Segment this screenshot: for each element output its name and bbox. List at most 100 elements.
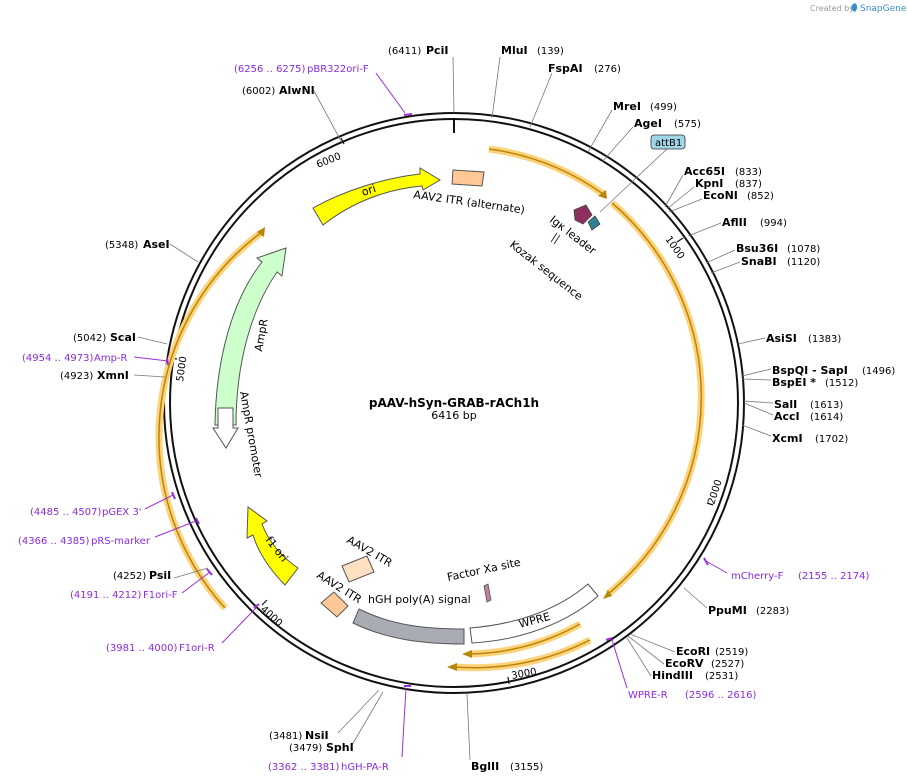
svg-text:(4923): (4923): [60, 371, 93, 382]
site-sphi[interactable]: (3479) SphI: [289, 691, 384, 754]
site-ppumi[interactable]: PpuMI (2283): [683, 587, 789, 617]
svg-text:EcoNI: EcoNI: [703, 189, 738, 202]
feature-hgh-polya[interactable]: hGH poly(A) signal: [352, 593, 471, 645]
svg-text:(2527): (2527): [711, 659, 744, 670]
svg-text:AflII: AflII: [722, 216, 747, 229]
created-by-text: Created by: [810, 4, 854, 13]
svg-text:(1496): (1496): [862, 366, 895, 377]
site-drei[interactable]: MreI (499): [587, 100, 677, 153]
svg-text:(2531): (2531): [705, 671, 738, 682]
feature-itr-alternate-label: AAV2 ITR (alternate): [413, 188, 526, 217]
svg-text:SnaBI: SnaBI: [741, 255, 777, 268]
site-snabi[interactable]: SnaBI (1120): [710, 255, 820, 274]
svg-text:EcoRV: EcoRV: [665, 657, 704, 670]
site-bspqi[interactable]: BspQI - SapI (1496): [741, 364, 895, 377]
orf-arc-bottom-1[interactable]: [462, 620, 582, 658]
tick-label-3000: 3000: [511, 667, 538, 682]
svg-text:(1383): (1383): [808, 334, 841, 345]
site-pcii[interactable]: (6411) PciI: [388, 44, 455, 114]
tick-label-5000: 5000: [175, 356, 189, 383]
site-bspei[interactable]: BspEI * (1512): [741, 376, 858, 389]
site-acci[interactable]: AccI (1614): [743, 402, 843, 423]
orf-arc-main[interactable]: [488, 145, 705, 599]
svg-text:SalI: SalI: [774, 398, 797, 411]
svg-text:(4191 .. 4212): (4191 .. 4212): [70, 590, 142, 601]
site-sali[interactable]: SalI (1613): [743, 398, 843, 411]
site-xcmi[interactable]: XcmI (1702): [741, 424, 848, 445]
feature-wpre[interactable]: WPRE: [469, 583, 599, 644]
svg-text:(4252): (4252): [113, 571, 146, 582]
primer-wpre-r[interactable]: WPRE-R (2596 .. 2616): [605, 637, 757, 701]
site-kpni[interactable]: KpnI (837): [666, 177, 762, 210]
svg-text:(2519): (2519): [715, 647, 748, 658]
feature-ori[interactable]: ori: [312, 167, 441, 226]
primer-pbr322ori-f[interactable]: (6256 .. 6275) pBR322ori-F: [234, 64, 413, 116]
svg-text:pGEX 3': pGEX 3': [102, 507, 142, 518]
svg-text:(994): (994): [760, 218, 787, 229]
site-bglii[interactable]: BglII (3155): [466, 693, 543, 773]
site-asisi[interactable]: AsiSI (1383): [737, 332, 841, 345]
site-aflii[interactable]: AflII (994): [687, 216, 787, 237]
feature-ampr[interactable]: AmpR: [214, 247, 287, 426]
primer-prs-marker[interactable]: (4366 .. 4385) pRS-marker: [18, 517, 200, 547]
svg-text:Acc65I: Acc65I: [684, 165, 725, 178]
primer-amp-r[interactable]: (4954 .. 4973) Amp-R: [22, 353, 169, 366]
orf-arc-bottom-2[interactable]: [447, 636, 592, 672]
svg-text:(2596 .. 2616): (2596 .. 2616): [685, 690, 757, 701]
svg-text:(1614): (1614): [810, 412, 843, 423]
feature-attb1[interactable]: attB1: [599, 134, 686, 213]
svg-text:MreI: MreI: [613, 100, 641, 113]
feature-itr-1[interactable]: AAV2 ITR: [341, 533, 395, 583]
svg-text:BspQI - SapI: BspQI - SapI: [772, 364, 848, 377]
kozak-marker-icon: [587, 215, 601, 231]
site-psii[interactable]: (4252) PsiI: [113, 567, 209, 582]
svg-text:(6002): (6002): [242, 86, 275, 97]
feature-igk-leader[interactable]: Igκ leader: [547, 204, 601, 258]
svg-text:PsiI: PsiI: [149, 569, 171, 582]
feature-f1ori[interactable]: f1 ori: [246, 506, 299, 586]
svg-text:PciI: PciI: [426, 44, 448, 57]
svg-text:(2155 .. 2174): (2155 .. 2174): [798, 571, 870, 582]
site-hindiii[interactable]: HindIII (2531): [626, 637, 738, 682]
site-mlui[interactable]: MluI (139): [491, 44, 564, 119]
site-nsii[interactable]: (3481) NsiI: [269, 689, 380, 742]
svg-text:(276): (276): [594, 64, 621, 75]
site-alwni[interactable]: (6002) AlwNI: [242, 84, 342, 142]
svg-text:(2283): (2283): [756, 606, 789, 617]
snapgene-logo-icon: [851, 3, 858, 12]
svg-text:(5348): (5348): [105, 240, 138, 251]
svg-text:(1613): (1613): [810, 400, 843, 411]
svg-text:(6256 .. 6275): (6256 .. 6275): [234, 64, 306, 75]
plasmid-name: pAAV-hSyn-GRAB-rACh1h: [369, 396, 539, 410]
primer-hgh-pa-r[interactable]: (3362 .. 3381) hGH-PA-R: [268, 685, 411, 773]
orf-arc-left[interactable]: [155, 227, 265, 611]
site-asei[interactable]: (5348) AseI: [105, 238, 199, 263]
site-econi[interactable]: EcoNI (852): [668, 189, 774, 213]
site-bsu36i[interactable]: Bsu36I (1078): [705, 242, 820, 264]
site-ecori[interactable]: EcoRI (2519): [629, 633, 748, 658]
primer-mcherry-f[interactable]: mCherry-F (2155 .. 2174): [703, 557, 870, 582]
svg-text:ScaI: ScaI: [110, 331, 136, 344]
svg-text:(1512): (1512): [825, 378, 858, 389]
primer-f1ori-f[interactable]: (4191 .. 4212) F1ori-F: [70, 568, 213, 601]
primer-f1ori-r[interactable]: (3981 .. 4000) F1ori-R: [106, 603, 260, 654]
primer-pgex-3[interactable]: (4485 .. 4507) pGEX 3': [30, 491, 176, 518]
svg-text:(499): (499): [650, 102, 677, 113]
site-ecorv[interactable]: EcoRV (2527): [627, 635, 744, 670]
svg-text:EcoRI: EcoRI: [676, 645, 710, 658]
svg-text:(3481): (3481): [269, 731, 302, 742]
svg-text:BspEI *: BspEI *: [772, 376, 816, 389]
site-fspai[interactable]: FspAI (276): [529, 62, 621, 128]
svg-text:(3981 .. 4000): (3981 .. 4000): [106, 643, 178, 654]
site-acc65i[interactable]: Acc65I (833): [664, 165, 762, 208]
svg-text:mCherry-F: mCherry-F: [731, 571, 784, 582]
svg-text:pRS-marker: pRS-marker: [91, 536, 151, 547]
site-xmni[interactable]: (4923) XmnI: [60, 369, 166, 382]
site-scai[interactable]: (5042) ScaI: [73, 331, 168, 345]
svg-text:SphI: SphI: [326, 741, 354, 754]
site-agei[interactable]: AgeI (575): [601, 117, 701, 163]
feature-attb1-label: attB1: [655, 138, 682, 149]
svg-text:(575): (575): [674, 119, 701, 130]
svg-text:F1ori-F: F1ori-F: [143, 590, 178, 601]
